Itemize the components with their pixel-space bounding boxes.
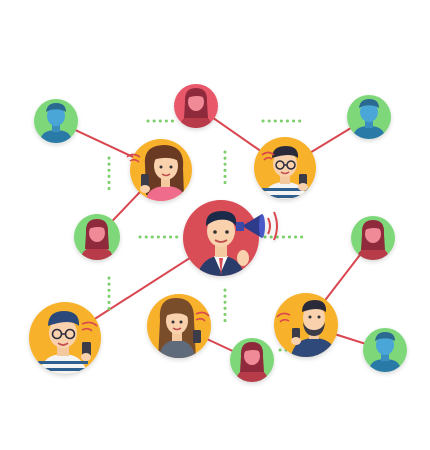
avatar-male-icon bbox=[353, 99, 385, 139]
smartphone-icon bbox=[193, 330, 201, 343]
avatar-female-icon bbox=[357, 220, 389, 260]
person-node bbox=[34, 99, 78, 143]
wireless-signal-icon bbox=[195, 311, 210, 322]
person-node bbox=[147, 294, 211, 358]
person-node bbox=[126, 139, 192, 201]
avatar-female-icon bbox=[236, 342, 268, 382]
wireless-signal-icon bbox=[261, 151, 275, 161]
person-node bbox=[254, 137, 316, 199]
person-node bbox=[74, 214, 120, 260]
person-node bbox=[351, 216, 395, 260]
person-node bbox=[363, 328, 407, 372]
person-node bbox=[230, 338, 274, 382]
megaphone-icon bbox=[236, 214, 265, 238]
wireless-signal-icon bbox=[126, 153, 141, 163]
wireless-signal-icon bbox=[267, 211, 278, 241]
dotted-lines bbox=[107, 119, 307, 352]
avatar-male-icon bbox=[40, 103, 72, 143]
avatar-female-icon bbox=[180, 88, 212, 128]
wireless-signal-icon bbox=[276, 312, 291, 323]
smartphone-icon bbox=[141, 174, 149, 188]
megaphone-person-icon bbox=[195, 211, 249, 276]
person-node bbox=[274, 293, 338, 357]
avatar-female-icon bbox=[81, 219, 113, 260]
central-node bbox=[183, 200, 278, 276]
person-node bbox=[347, 95, 391, 139]
person-node bbox=[174, 84, 218, 128]
avatar-male-icon bbox=[369, 332, 401, 372]
smartphone-icon bbox=[82, 342, 91, 357]
wireless-signal-icon bbox=[81, 321, 98, 332]
avatar-male-glasses-icon bbox=[262, 146, 308, 199]
person-node bbox=[29, 302, 101, 374]
